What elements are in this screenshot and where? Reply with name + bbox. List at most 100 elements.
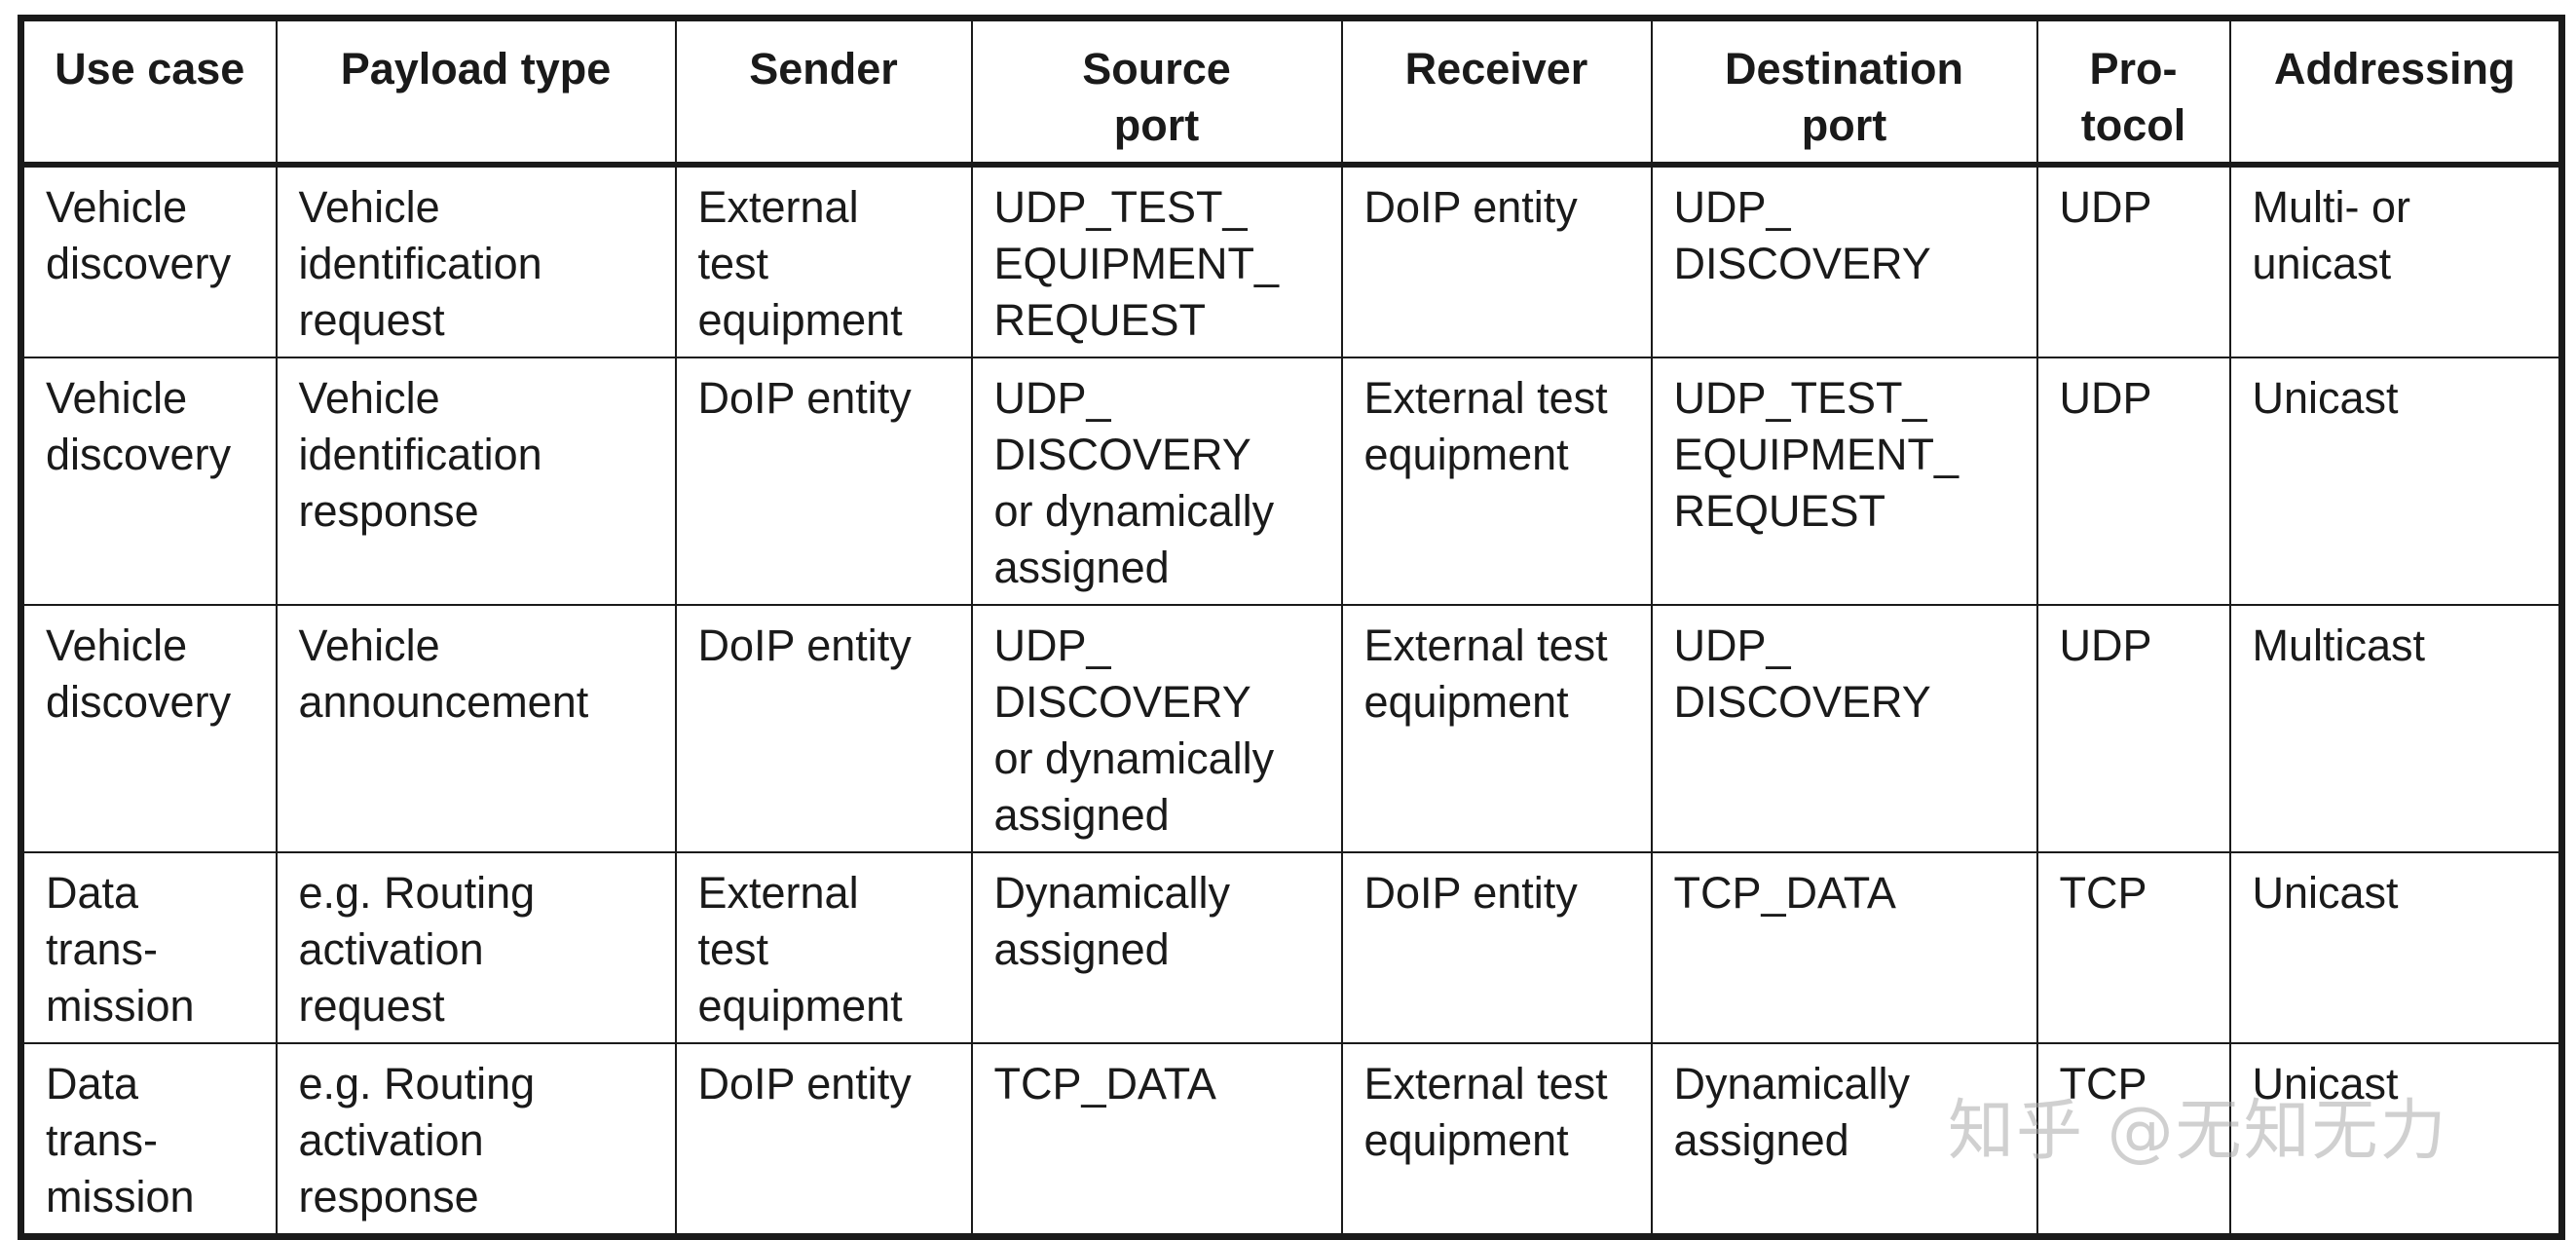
cell-line: response bbox=[298, 1172, 479, 1221]
header-source-port: Source port bbox=[970, 17, 1343, 168]
cell-line: mission bbox=[46, 981, 195, 1031]
header-line: Use case bbox=[55, 44, 245, 94]
cell-line: or dynamically bbox=[993, 733, 1275, 783]
cell-line: TCP bbox=[2059, 868, 2147, 918]
header-sender: Sender bbox=[674, 17, 973, 168]
cell-line: identification bbox=[298, 239, 542, 288]
cell-line: REQUEST bbox=[993, 295, 1207, 345]
cell-line: equipment bbox=[1363, 430, 1569, 479]
cell-line: test bbox=[697, 924, 769, 974]
cell-sender: External test equipment bbox=[674, 164, 973, 358]
cell-destination-port: UDP_TEST_ EQUIPMENT_ REQUEST bbox=[1650, 357, 2038, 606]
cell-line: equipment bbox=[1363, 677, 1569, 727]
doip-ports-table: Use case Payload type Sender Source port… bbox=[18, 15, 2565, 1240]
header-line: Addressing bbox=[2273, 44, 2516, 94]
cell-addressing: Unicast bbox=[2228, 1042, 2563, 1238]
cell-line: discovery bbox=[46, 430, 232, 479]
cell-line: assigned bbox=[993, 924, 1170, 974]
cell-line: Vehicle bbox=[46, 373, 188, 423]
header-line: Sender bbox=[749, 44, 898, 94]
cell-source-port: Dynamically assigned bbox=[970, 851, 1343, 1044]
cell-line: discovery bbox=[46, 677, 232, 727]
cell-line: UDP_TEST_ bbox=[993, 182, 1248, 232]
cell-line: test bbox=[697, 239, 769, 288]
cell-addressing: Unicast bbox=[2228, 851, 2563, 1044]
cell-line: EQUIPMENT_ bbox=[993, 239, 1280, 288]
header-line: port bbox=[1801, 100, 1887, 150]
cell-receiver: DoIP entity bbox=[1340, 164, 1653, 358]
cell-use-case: Vehicle discovery bbox=[19, 164, 278, 358]
cell-receiver: External test equipment bbox=[1340, 357, 1653, 606]
cell-source-port: TCP_DATA bbox=[970, 1042, 1343, 1238]
cell-receiver: External test equipment bbox=[1340, 1042, 1653, 1238]
cell-source-port: UDP_ DISCOVERY or dynamically assigned bbox=[970, 604, 1343, 853]
cell-line: identification bbox=[298, 430, 542, 479]
cell-line: Vehicle bbox=[298, 373, 440, 423]
cell-line: Data bbox=[46, 868, 139, 918]
cell-protocol: UDP bbox=[2035, 164, 2231, 358]
cell-line: e.g. Routing bbox=[298, 868, 536, 918]
header-line: port bbox=[1113, 100, 1200, 150]
cell-line: UDP_TEST_ bbox=[1673, 373, 1927, 423]
cell-line: DISCOVERY bbox=[1673, 677, 1931, 727]
cell-destination-port: UDP_ DISCOVERY bbox=[1650, 164, 2038, 358]
cell-addressing: Multi- or unicast bbox=[2228, 164, 2563, 358]
cell-line: External bbox=[697, 868, 859, 918]
cell-line: assigned bbox=[993, 790, 1170, 840]
cell-line: UDP_ bbox=[1673, 182, 1791, 232]
cell-payload-type: e.g. Routing activation response bbox=[275, 1042, 677, 1238]
cell-line: DoIP entity bbox=[697, 620, 912, 670]
header-payload-type: Payload type bbox=[275, 17, 677, 168]
cell-line: DISCOVERY bbox=[993, 430, 1251, 479]
cell-line: Unicast bbox=[2252, 1059, 2399, 1108]
cell-line: External bbox=[697, 182, 859, 232]
cell-receiver: DoIP entity bbox=[1340, 851, 1653, 1044]
header-line: Destination bbox=[1724, 44, 1964, 94]
cell-payload-type: Vehicle identification request bbox=[275, 164, 677, 358]
cell-line: request bbox=[298, 981, 445, 1031]
cell-destination-port: Dynamically assigned bbox=[1650, 1042, 2038, 1238]
table-row: Vehicle discovery Vehicle identification… bbox=[19, 357, 2563, 606]
header-destination-port: Destination port bbox=[1650, 17, 2038, 168]
cell-line: UDP_ bbox=[993, 620, 1111, 670]
cell-line: response bbox=[298, 486, 479, 536]
cell-line: Multicast bbox=[2252, 620, 2426, 670]
cell-line: activation bbox=[298, 924, 484, 974]
cell-line: DoIP entity bbox=[1363, 868, 1578, 918]
cell-line: Unicast bbox=[2252, 868, 2399, 918]
cell-use-case: Data trans- mission bbox=[19, 1042, 278, 1238]
cell-destination-port: UDP_ DISCOVERY bbox=[1650, 604, 2038, 853]
header-protocol: Pro- tocol bbox=[2035, 17, 2231, 168]
cell-line: TCP bbox=[2059, 1059, 2147, 1108]
cell-line: EQUIPMENT_ bbox=[1673, 430, 1960, 479]
header-line: Source bbox=[1082, 44, 1231, 94]
cell-sender: DoIP entity bbox=[674, 604, 973, 853]
cell-line: assigned bbox=[993, 543, 1170, 592]
cell-protocol: UDP bbox=[2035, 604, 2231, 853]
cell-line: Vehicle bbox=[46, 182, 188, 232]
cell-line: UDP bbox=[2059, 373, 2152, 423]
cell-line: UDP bbox=[2059, 182, 2152, 232]
table-row: Data trans- mission e.g. Routing activat… bbox=[19, 851, 2563, 1044]
header-line: Payload type bbox=[340, 44, 612, 94]
cell-receiver: External test equipment bbox=[1340, 604, 1653, 853]
cell-line: unicast bbox=[2252, 239, 2392, 288]
cell-payload-type: Vehicle announcement bbox=[275, 604, 677, 853]
header-addressing: Addressing bbox=[2228, 17, 2563, 168]
cell-line: Vehicle bbox=[46, 620, 188, 670]
cell-use-case: Vehicle discovery bbox=[19, 604, 278, 853]
cell-use-case: Vehicle discovery bbox=[19, 357, 278, 606]
cell-line: Dynamically bbox=[993, 868, 1231, 918]
cell-use-case: Data trans- mission bbox=[19, 851, 278, 1044]
cell-line: trans- bbox=[46, 924, 159, 974]
cell-line: UDP_ bbox=[1673, 620, 1791, 670]
cell-line: External test bbox=[1363, 1059, 1608, 1108]
cell-line: UDP_ bbox=[993, 373, 1111, 423]
cell-line: e.g. Routing bbox=[298, 1059, 536, 1108]
table-row: Data trans- mission e.g. Routing activat… bbox=[19, 1042, 2563, 1238]
cell-line: or dynamically bbox=[993, 486, 1275, 536]
cell-payload-type: Vehicle identification response bbox=[275, 357, 677, 606]
cell-line: announcement bbox=[298, 677, 589, 727]
cell-line: equipment bbox=[697, 295, 903, 345]
table-row: Vehicle discovery Vehicle announcement D… bbox=[19, 604, 2563, 853]
